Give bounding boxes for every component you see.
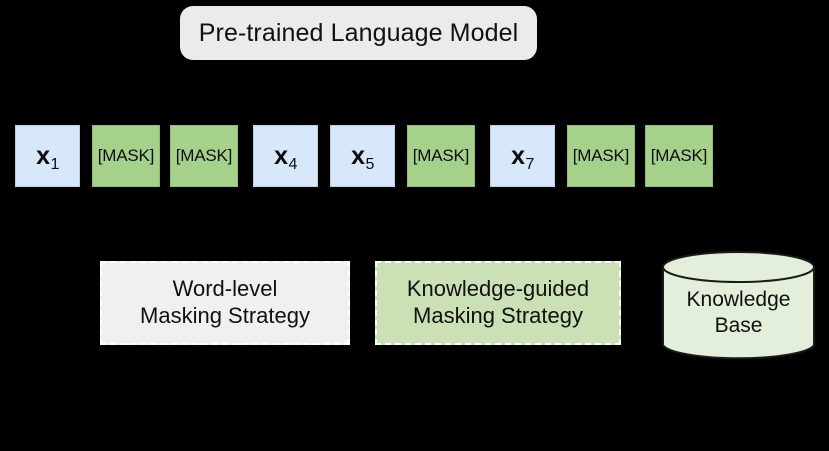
input-token-subscript: 1 [50, 155, 60, 173]
database-cylinder-icon [662, 251, 815, 360]
mask-token-label: [MASK] [412, 146, 470, 165]
input-token-base: x [511, 141, 525, 170]
mask-token-9: [MASK] [645, 125, 713, 187]
mask-token-label: [MASK] [572, 146, 630, 165]
word-level-masking-strategy-line-1: Word-level [172, 276, 278, 302]
input-token-label: x1 [36, 141, 59, 172]
input-token-base: x [274, 141, 288, 170]
mask-token-label: [MASK] [175, 146, 233, 165]
input-token-base: x [351, 141, 365, 170]
input-token-4: x4 [253, 125, 318, 187]
mask-token-label: [MASK] [650, 146, 708, 165]
mask-token-6: [MASK] [407, 125, 475, 187]
input-token-label: x5 [351, 141, 374, 172]
word-level-masking-strategy-box: Word-level Masking Strategy [100, 261, 350, 345]
mask-token-2: [MASK] [92, 125, 160, 187]
knowledge-guided-masking-strategy-line-1: Knowledge-guided [406, 276, 590, 302]
input-token-subscript: 5 [365, 155, 375, 173]
pretrained-language-model-box: Pre-trained Language Model [180, 6, 537, 60]
knowledge-base-line-2: Base [714, 314, 763, 337]
knowledge-guided-masking-strategy-box: Knowledge-guided Masking Strategy [375, 261, 621, 345]
input-token-subscript: 7 [525, 155, 535, 173]
knowledge-base-cylinder: Knowledge Base [662, 251, 815, 361]
knowledge-guided-masking-strategy-line-2: Masking Strategy [413, 303, 583, 328]
input-token-label: x7 [511, 141, 534, 172]
input-token-7: x7 [490, 125, 555, 187]
input-token-subscript: 4 [288, 155, 298, 173]
input-token-label: x4 [274, 141, 297, 172]
pretrained-language-model-label: Pre-trained Language Model [198, 18, 519, 47]
input-token-base: x [36, 141, 50, 170]
input-token-5: x5 [330, 125, 395, 187]
knowledge-base-line-1: Knowledge [686, 287, 791, 311]
mask-token-3: [MASK] [170, 125, 238, 187]
word-level-masking-strategy-line-2: Masking Strategy [140, 303, 310, 328]
input-token-1: x1 [15, 125, 80, 187]
mask-token-label: [MASK] [97, 146, 155, 165]
mask-token-8: [MASK] [567, 125, 635, 187]
